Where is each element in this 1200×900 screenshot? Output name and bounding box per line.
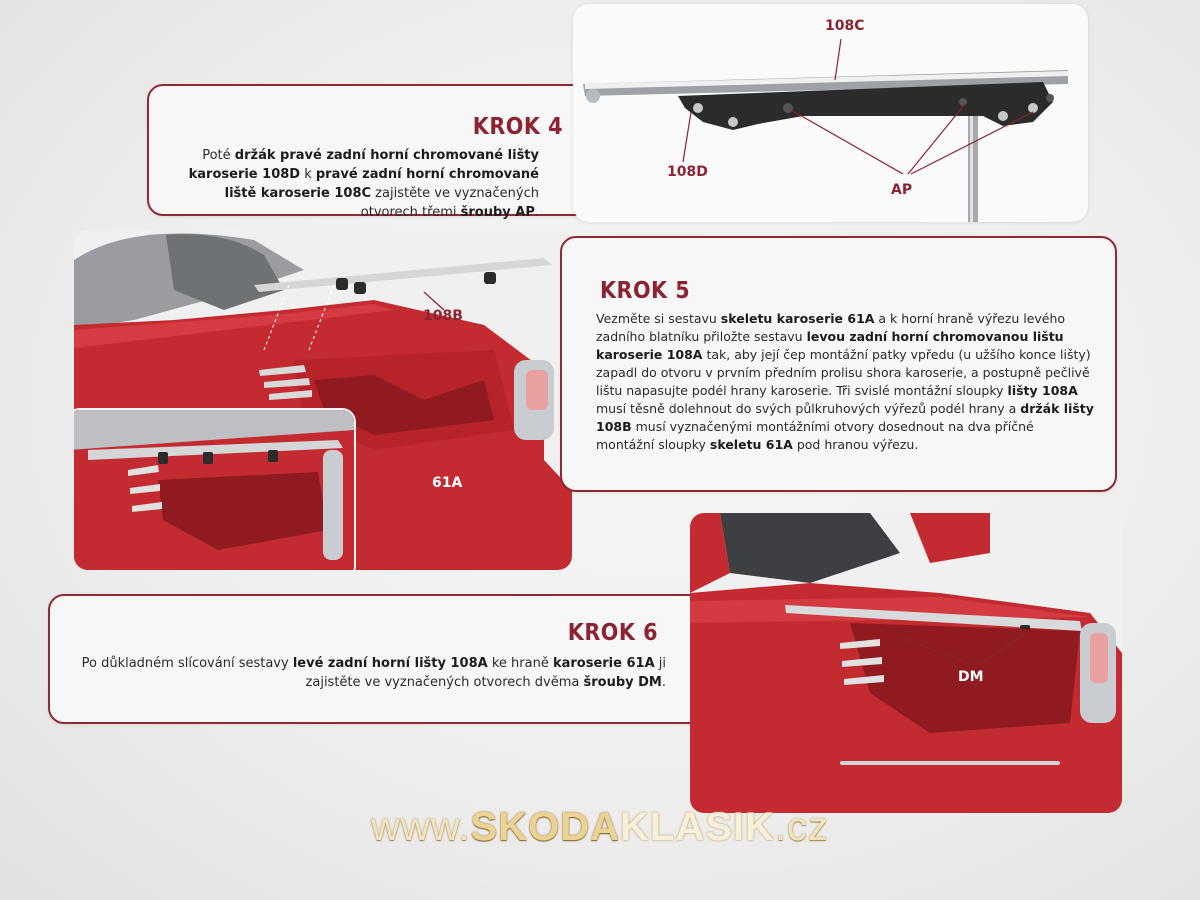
- step5-text: Vezměte si sestavu skeletu karoserie 61A…: [596, 311, 1094, 452]
- watermark: www.SKODAKLASIK.cz: [0, 805, 1200, 850]
- label-108c: 108C: [825, 18, 865, 34]
- step6-text: Po důkladném slícování sestavy levé zadn…: [81, 656, 666, 690]
- step4-text: Poté držák pravé zadní horní chromované …: [188, 148, 539, 220]
- chrome-trim-108c-photo: [583, 38, 1068, 222]
- watermark-suffix: .cz: [774, 805, 830, 849]
- step6-card: KROK 6 Po důkladném slícování sestavy le…: [48, 594, 712, 724]
- label-108d: 108D: [667, 164, 708, 180]
- step5-card: KROK 5 Vezměte si sestavu skeletu karose…: [560, 236, 1117, 492]
- step4-card: KROK 4 Poté držák pravé zadní horní chro…: [147, 84, 601, 220]
- step5-inset-photo: [74, 408, 356, 570]
- step6-photo: DM: [690, 513, 1122, 813]
- label-61a: 61A: [432, 475, 463, 491]
- step5-heading: KROK 5: [600, 278, 691, 304]
- label-dm: DM: [958, 669, 984, 685]
- step5-photo: 108B 61A: [74, 230, 572, 570]
- inset-detail-graphic: [74, 410, 354, 570]
- label-ap: AP: [891, 182, 913, 198]
- watermark-brand-a: SKODA: [470, 805, 620, 849]
- label-108b: 108B: [423, 308, 463, 324]
- step4-photo-card: 108C 108D AP: [573, 4, 1088, 222]
- step6-heading: KROK 6: [567, 620, 658, 646]
- watermark-brand-b: KLASIK: [620, 805, 775, 849]
- step4-heading: KROK 4: [472, 114, 563, 140]
- watermark-prefix: www.: [370, 805, 471, 849]
- car-rear-108a-photo: [690, 513, 1122, 813]
